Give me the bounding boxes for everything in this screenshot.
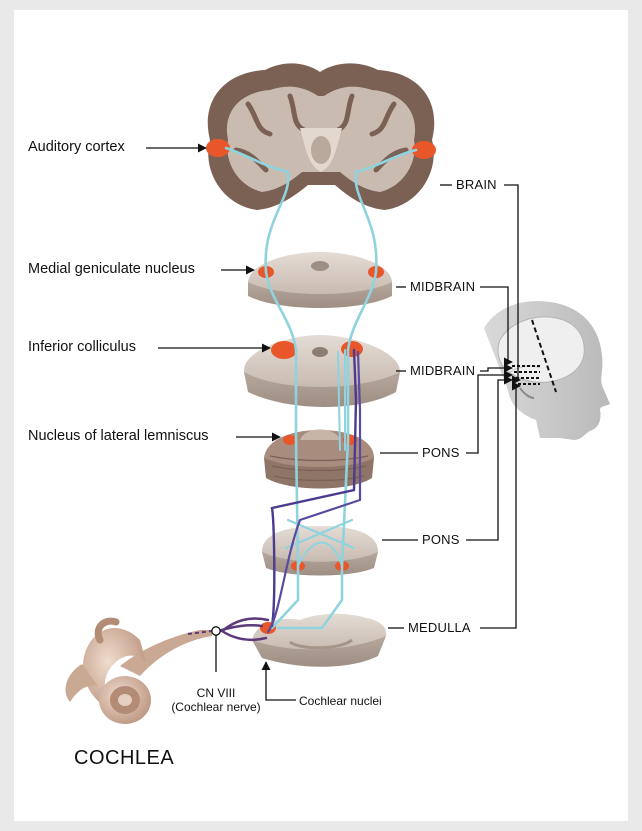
label-pons-lower: PONS — [422, 532, 460, 547]
right-leader-lines — [380, 185, 520, 628]
label-midbrain-lower: MIDBRAIN — [410, 363, 475, 378]
head-silhouette — [484, 301, 610, 440]
label-auditory-cortex: Auditory cortex — [28, 139, 125, 155]
label-cn-viii: CN VIII (Cochlear nerve) — [166, 686, 266, 714]
label-cn-viii-line2: (Cochlear nerve) — [166, 700, 266, 714]
pons-section-upper — [264, 430, 374, 489]
brain-section — [208, 63, 434, 210]
midbrain-section-lower — [244, 335, 400, 407]
label-cn-viii-line1: CN VIII — [166, 686, 266, 700]
label-midbrain-upper: MIDBRAIN — [410, 279, 475, 294]
label-pons-upper: PONS — [422, 445, 460, 460]
label-brain: BRAIN — [456, 177, 497, 192]
label-medulla: MEDULLA — [408, 620, 471, 635]
label-nucleus-lateral-lemniscus: Nucleus of lateral lemniscus — [28, 428, 209, 444]
midbrain-section-upper — [248, 252, 392, 308]
label-inferior-colliculus: Inferior colliculus — [28, 339, 136, 355]
label-cochlea: COCHLEA — [74, 747, 174, 770]
label-cochlear-nuclei: Cochlear nuclei — [299, 694, 382, 708]
label-medial-geniculate-nucleus: Medial geniculate nucleus — [28, 261, 195, 277]
